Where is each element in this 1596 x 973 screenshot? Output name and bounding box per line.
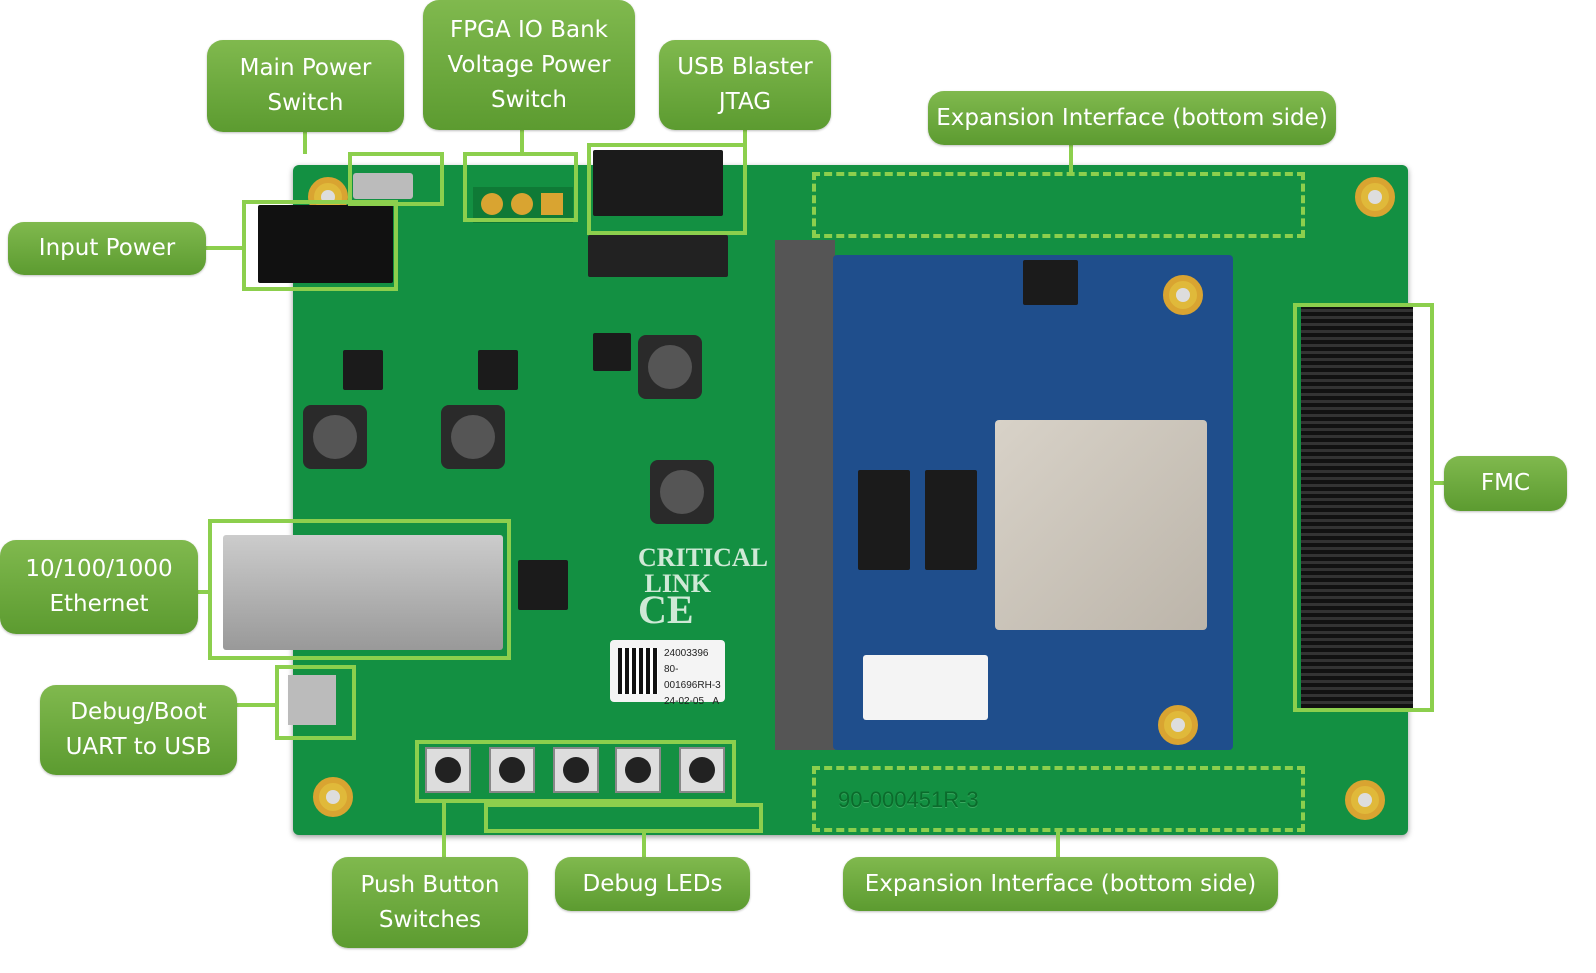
callout-line	[1056, 832, 1060, 857]
highlight-debug-leds	[484, 803, 763, 833]
inductor	[638, 335, 702, 399]
label-fmc: FMC	[1444, 456, 1567, 511]
push-button	[489, 747, 535, 793]
sticker-rev: A	[712, 696, 720, 707]
so-dimm-socket	[775, 240, 835, 750]
label-ethernet: 10/100/1000 Ethernet	[0, 540, 198, 634]
label-usb-blaster: USB Blaster JTAG	[659, 40, 831, 130]
serial-sticker: 24003396 80-001696RH-3 24-02-05 A	[610, 640, 725, 707]
som-module	[833, 255, 1233, 750]
label-debug-uart: Debug/Boot UART to USB	[40, 685, 237, 775]
push-button	[553, 747, 599, 793]
push-button	[425, 747, 471, 793]
label-input-power: Input Power	[8, 222, 206, 275]
ic	[518, 560, 568, 610]
pin-header	[588, 235, 728, 277]
dc-jack	[258, 205, 393, 283]
inductor	[441, 405, 505, 469]
highlight-uart-usb	[275, 665, 356, 740]
fmc-connector	[1301, 305, 1413, 710]
label-main-power-switch: Main Power Switch	[207, 40, 404, 132]
ic	[593, 333, 631, 371]
callout-line	[237, 703, 277, 707]
callout-line	[743, 130, 747, 145]
ic	[343, 350, 383, 390]
callout-line	[198, 590, 210, 594]
io-voltage-header	[473, 187, 573, 223]
memory-chip	[858, 470, 910, 570]
memory-chip	[925, 470, 977, 570]
callout-line	[442, 803, 446, 857]
callout-line	[1432, 481, 1446, 485]
inductor	[650, 460, 714, 524]
label-debug-leds: Debug LEDs	[555, 857, 750, 911]
board-part-number: 90-000451R-3	[838, 787, 979, 812]
jtag-header	[593, 150, 723, 216]
mount-hole	[1158, 705, 1198, 745]
highlight-main-power-switch	[348, 152, 444, 206]
callout-line	[1069, 145, 1073, 173]
callout-line	[206, 246, 244, 250]
inductor	[303, 405, 367, 469]
push-button	[679, 747, 725, 793]
callout-line	[520, 130, 524, 154]
callout-line	[642, 832, 646, 857]
mount-hole	[1345, 780, 1385, 820]
sticker-serial: 24003396	[664, 648, 709, 659]
mount-hole	[1355, 177, 1395, 217]
fpga-chip	[995, 420, 1207, 630]
mount-hole	[313, 777, 353, 817]
sticker-date: 24-02-05	[664, 696, 705, 707]
highlight-expansion-bottom	[812, 766, 1305, 832]
usb-connector	[288, 675, 336, 725]
highlight-fmc	[1293, 303, 1434, 712]
ethernet-jack	[223, 535, 503, 650]
label-expansion-bottom: Expansion Interface (bottom side)	[843, 857, 1278, 911]
highlight-input-power	[242, 200, 398, 291]
som-sticker	[863, 655, 988, 720]
highlight-expansion-top	[812, 172, 1305, 238]
highlight-io-bank-switch	[463, 152, 578, 222]
highlight-jtag	[587, 143, 747, 235]
regulator	[1023, 260, 1078, 305]
power-switch	[353, 173, 413, 199]
push-button	[615, 747, 661, 793]
ic	[478, 350, 518, 390]
label-fpga-io-bank: FPGA IO Bank Voltage Power Switch	[423, 0, 635, 130]
mount-hole	[1163, 275, 1203, 315]
label-expansion-top: Expansion Interface (bottom side)	[928, 91, 1336, 145]
sticker-part: 80-001696RH-3	[664, 664, 721, 691]
highlight-ethernet	[208, 519, 511, 660]
highlight-push-buttons	[415, 740, 736, 803]
label-push-buttons: Push Button Switches	[332, 857, 528, 948]
callout-line	[303, 132, 307, 154]
